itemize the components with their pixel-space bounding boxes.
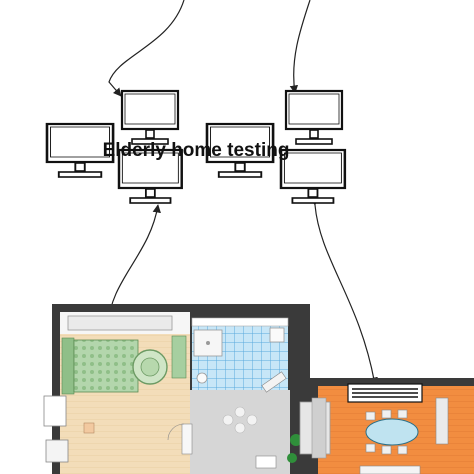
dining-chair-icon xyxy=(365,409,408,455)
door-bottom xyxy=(255,455,277,469)
bed-headboard xyxy=(61,337,75,395)
tall-cabinet-right xyxy=(435,397,449,445)
door-left-hall xyxy=(181,423,193,455)
diagram-title: Elderly home testing xyxy=(103,140,290,161)
connector-right-floorplan xyxy=(310,197,378,386)
connector-top-left xyxy=(108,0,185,97)
bathroom-wall-top xyxy=(191,317,289,327)
connector-top-right xyxy=(289,0,311,94)
window-left xyxy=(43,395,67,427)
floor-plan-icon[interactable] xyxy=(43,304,474,474)
door-swing xyxy=(167,423,185,441)
window-bottom xyxy=(359,465,421,474)
side-cabinet xyxy=(171,335,187,379)
chair-left xyxy=(45,439,69,463)
sink xyxy=(269,327,285,343)
bed xyxy=(73,339,139,393)
hall-bench xyxy=(261,371,287,393)
floor-pattern-icon xyxy=(222,406,258,434)
dining-table xyxy=(365,418,419,446)
counter-stripes xyxy=(352,388,418,398)
computer-monitor-icon[interactable] xyxy=(120,89,180,146)
computer-monitor-icon[interactable] xyxy=(279,148,347,205)
bedroom-small-table xyxy=(83,422,95,434)
shower-drain xyxy=(206,341,210,345)
round-rug-center xyxy=(140,357,160,377)
wardrobe xyxy=(67,315,173,331)
computer-monitor-icon[interactable] xyxy=(284,89,344,146)
sofa-back xyxy=(311,397,327,459)
toilet xyxy=(196,372,208,384)
